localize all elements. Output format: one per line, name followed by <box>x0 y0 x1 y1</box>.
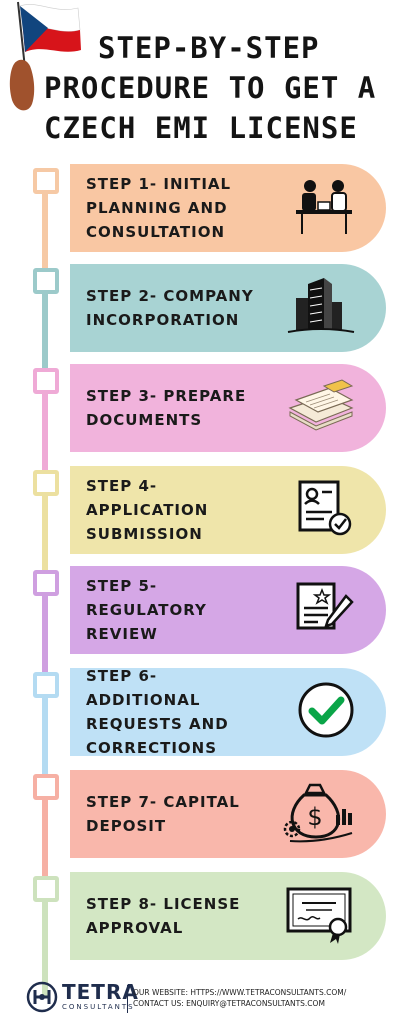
step-label: STEP 7- CAPITAL DEPOSIT <box>86 793 240 835</box>
form-check-icon <box>296 478 356 542</box>
timeline-rail <box>42 192 48 292</box>
step-label: STEP 1- INITIAL PLANNING AND CONSULTATIO… <box>86 175 232 241</box>
meeting-icon <box>292 176 356 240</box>
footer-contacts: OUR WEBSITE: HTTPS://WWW.TETRACONSULTANT… <box>133 987 346 1009</box>
step-card: STEP 5- REGULATORY REVIEW <box>70 566 386 654</box>
checkmark-icon <box>296 680 356 744</box>
timeline-node <box>33 774 59 800</box>
title-line: STEP-BY-STEP <box>98 31 320 65</box>
brand-name: TETRA <box>62 980 139 1004</box>
timeline-rail <box>42 392 48 494</box>
timeline-node <box>33 268 59 294</box>
timeline-rail <box>42 494 48 594</box>
czech-flag-icon <box>4 0 84 124</box>
certificate-icon <box>284 883 356 949</box>
step-label: STEP 4- APPLICATION SUBMISSION <box>86 477 209 543</box>
timeline-rail <box>42 292 48 392</box>
step-card: STEP 2- COMPANY INCORPORATION <box>70 264 386 352</box>
page-title: STEP-BY-STEP PROCEDURE TO GET A CZECH EM… <box>44 28 404 148</box>
brand-logotype: TETRA CONSULTANTS <box>62 981 139 1012</box>
svg-text:$: $ <box>307 803 322 831</box>
timeline-node <box>33 470 59 496</box>
timeline-node <box>33 570 59 596</box>
timeline-node <box>33 368 59 394</box>
brand-subtitle: CONSULTANTS <box>62 1003 135 1011</box>
timeline-rail <box>42 594 48 696</box>
step-label: STEP 6- ADDITIONAL REQUESTS AND CORRECTI… <box>86 667 229 757</box>
money-bag-icon: $ <box>280 779 356 849</box>
step-card: STEP 4- APPLICATION SUBMISSION <box>70 466 386 554</box>
tetra-logo-icon <box>26 981 58 1017</box>
contact-email-link[interactable]: CONTACT US: ENQUIRY@TETRACONSULTANTS.COM <box>133 999 325 1008</box>
step-label: STEP 2- COMPANY INCORPORATION <box>86 287 254 329</box>
timeline-node <box>33 672 59 698</box>
website-link[interactable]: OUR WEBSITE: HTTPS://WWW.TETRACONSULTANT… <box>133 988 347 997</box>
review-pen-icon <box>294 578 356 642</box>
documents-icon <box>286 378 356 438</box>
step-label: STEP 3- PREPARE DOCUMENTS <box>86 387 247 429</box>
building-icon <box>286 276 356 340</box>
step-label: STEP 5- REGULATORY REVIEW <box>86 577 207 643</box>
timeline-node <box>33 876 59 902</box>
title-line: PROCEDURE TO GET A <box>44 71 377 105</box>
step-card: STEP 8- LICENSE APPROVAL <box>70 872 386 960</box>
footer-divider <box>127 985 128 1013</box>
step-card: STEP 3- PREPARE DOCUMENTS <box>70 364 386 452</box>
step-card: STEP 6- ADDITIONAL REQUESTS AND CORRECTI… <box>70 667 386 757</box>
step-card: STEP 1- INITIAL PLANNING AND CONSULTATIO… <box>70 164 386 252</box>
step-card: STEP 7- CAPITAL DEPOSIT $ <box>70 770 386 858</box>
title-line: CZECH EMI LICENSE <box>44 111 358 145</box>
timeline-rail <box>42 900 48 996</box>
timeline-rail <box>42 798 48 900</box>
step-label: STEP 8- LICENSE APPROVAL <box>86 895 241 937</box>
timeline-node <box>33 168 59 194</box>
footer: TETRA CONSULTANTS OUR WEBSITE: HTTPS://W… <box>0 975 410 1024</box>
timeline-rail <box>42 696 48 798</box>
